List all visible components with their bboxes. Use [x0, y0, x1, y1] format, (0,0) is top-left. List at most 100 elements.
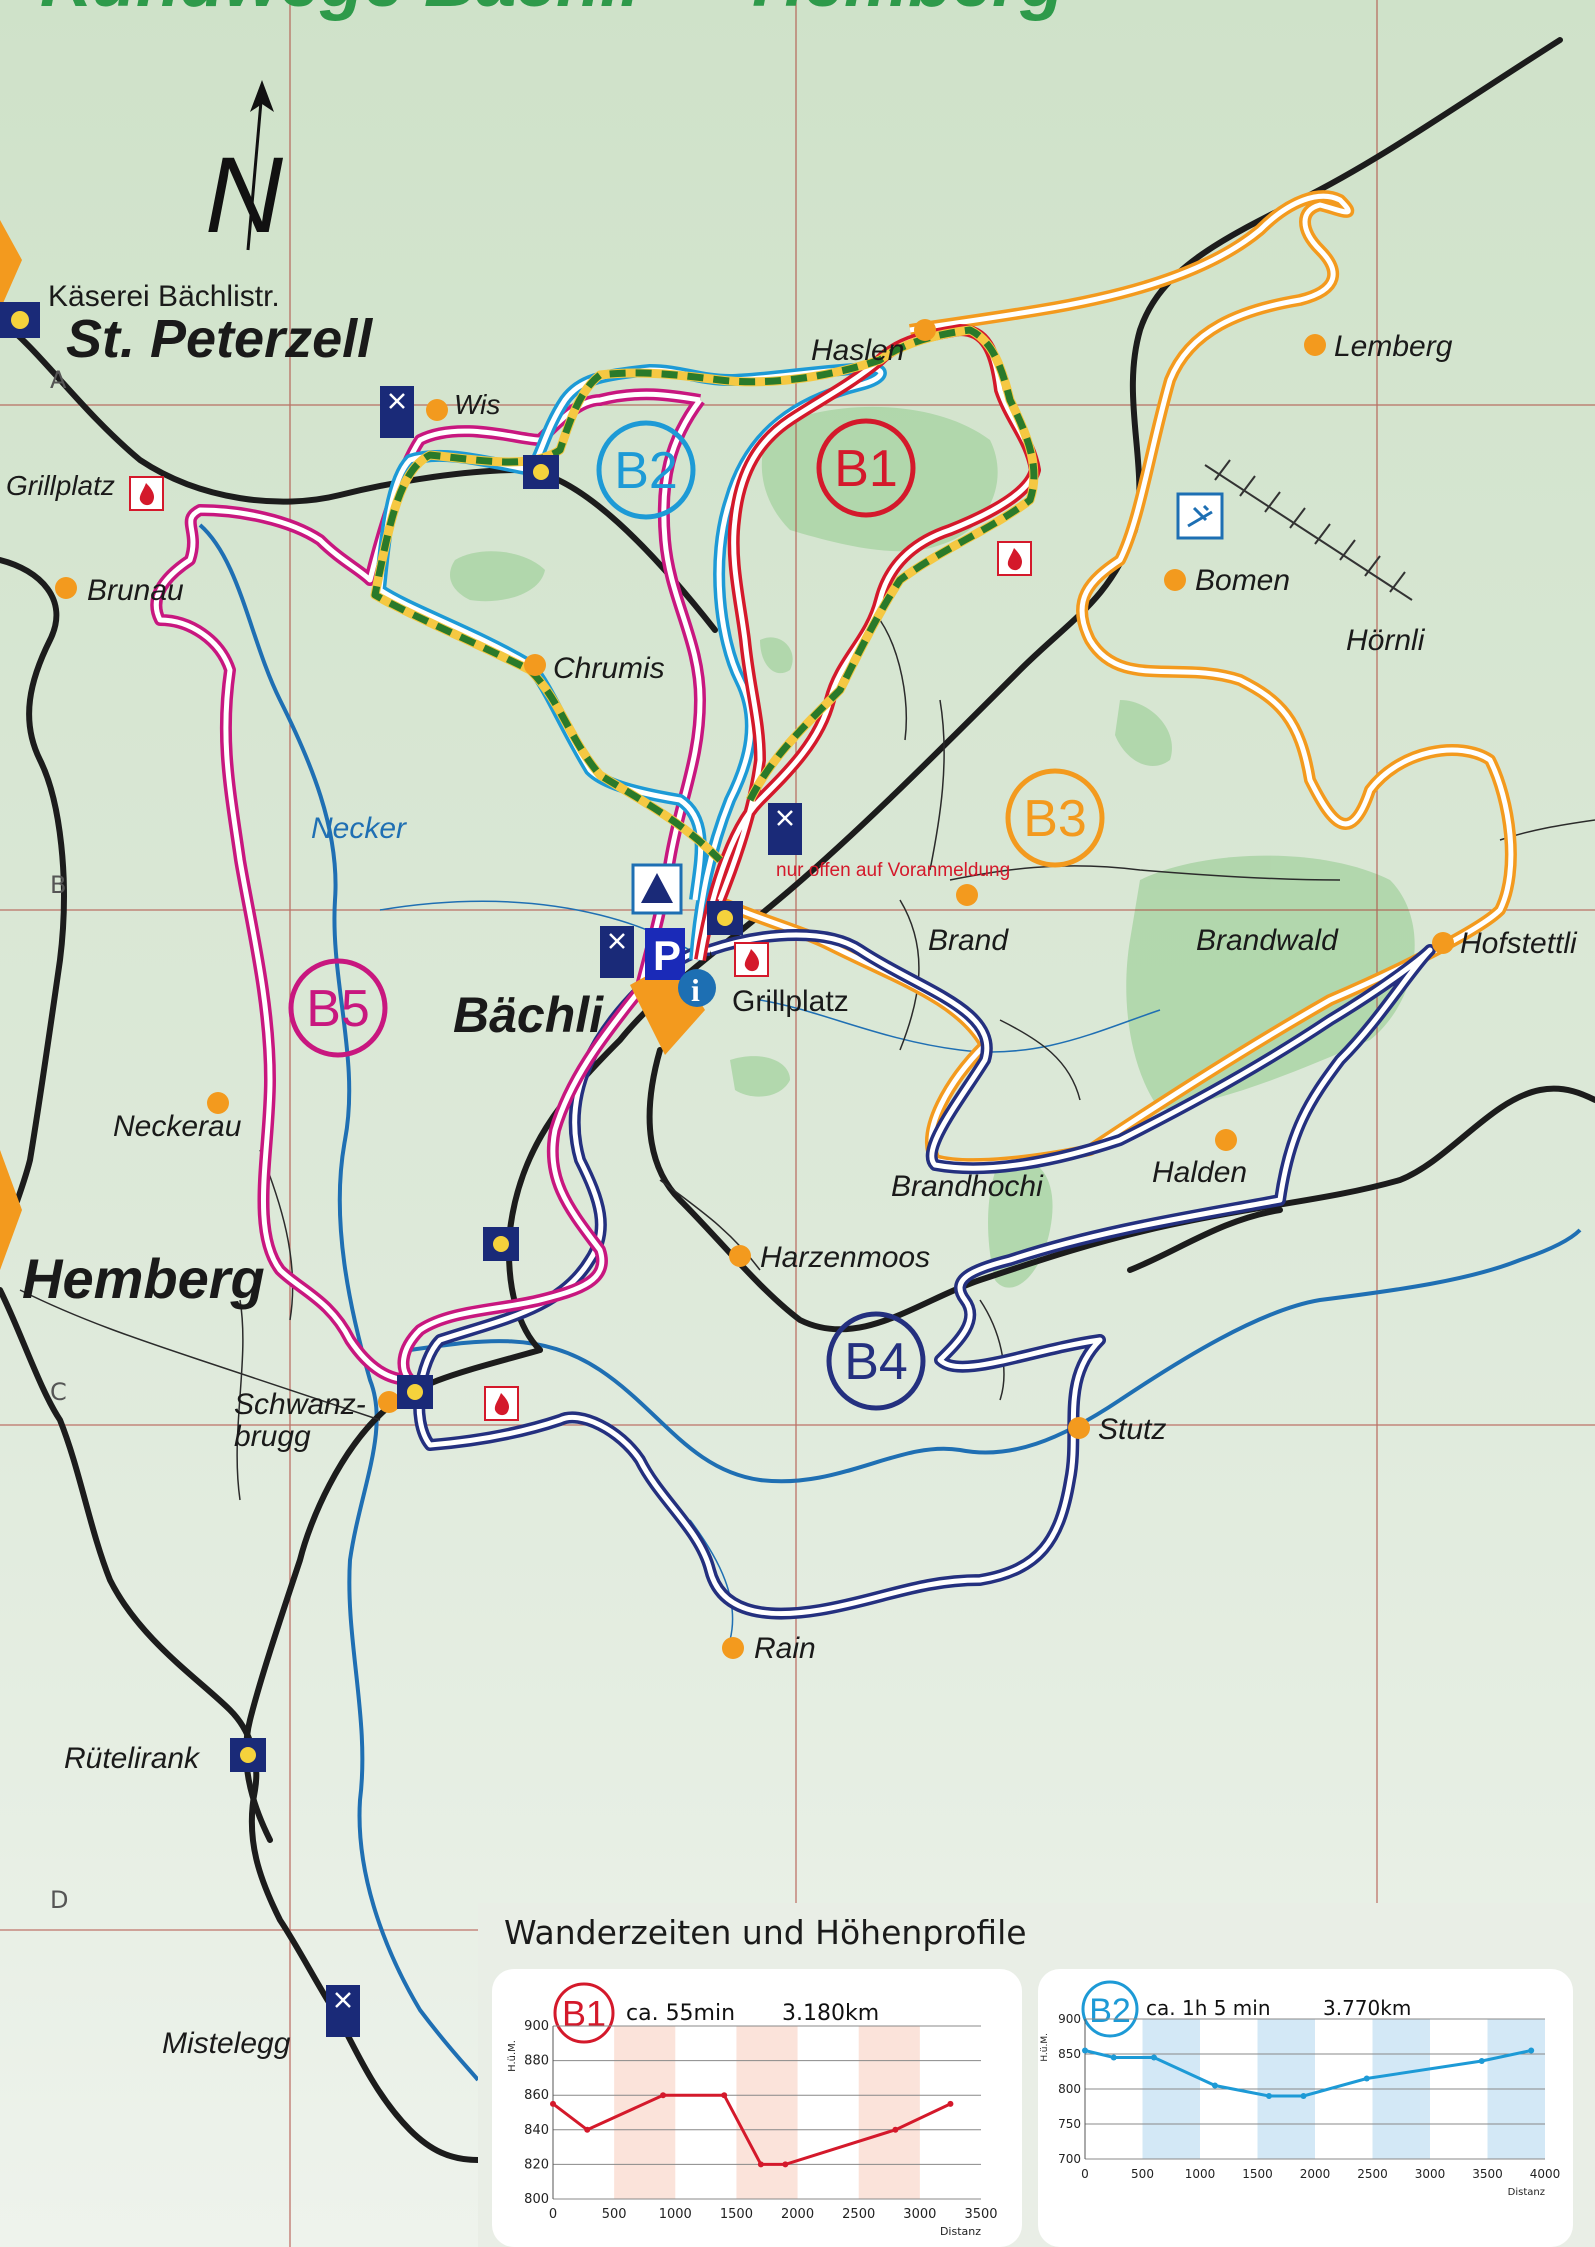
- svg-text:P: P: [653, 932, 681, 979]
- b2-ytick-900: 900: [1058, 2012, 1081, 2026]
- route-label-b5: B5: [306, 980, 370, 1038]
- label-rain: Rain: [754, 1632, 816, 1665]
- b1-xtick-2000: 2000: [781, 2207, 814, 2222]
- postbus-icon: [0, 302, 40, 338]
- label-brand: Brand: [928, 924, 1009, 957]
- postbus-icons: [0, 302, 743, 1772]
- route-badge-b4: [826, 1311, 926, 1411]
- b1-xtick-1500: 1500: [720, 2207, 753, 2222]
- b2-xtick-3000: 3000: [1415, 2167, 1446, 2181]
- label-bomen: Bomen: [1195, 564, 1290, 597]
- label-st-peterzell: St. Peterzell: [66, 309, 373, 369]
- grid-letter-b: B: [50, 871, 66, 899]
- label-brunau: Brunau: [87, 574, 184, 607]
- grid-letter-a: A: [50, 366, 67, 394]
- route-badges: [288, 418, 1105, 1411]
- b1-xtick-500: 500: [602, 2207, 627, 2222]
- b1-point-1: [584, 2126, 591, 2133]
- b2-point-8: [1528, 2047, 1535, 2054]
- label-haslen: Haslen: [811, 334, 904, 367]
- label-harzenmoos: Harzenmoos: [760, 1241, 930, 1274]
- b1-point-0: [550, 2100, 556, 2107]
- grid-letter-d: D: [50, 1886, 68, 1914]
- label-neckerau: Neckerau: [113, 1110, 242, 1143]
- b2-ytick-700: 700: [1058, 2152, 1081, 2166]
- postbus-icon: [707, 901, 743, 935]
- label-mistelegg: Mistelegg: [162, 2027, 291, 2060]
- restaurant-icon: [380, 386, 414, 438]
- b1-xtick-3500: 3500: [964, 2207, 997, 2222]
- restaurant-icon: [326, 1985, 360, 2037]
- b1-point-4: [757, 2161, 764, 2168]
- b2-ytick-850: 850: [1058, 2047, 1081, 2061]
- restaurant-icons: [326, 386, 802, 2037]
- b1-xtick-0: 0: [549, 2207, 557, 2222]
- fire-icon: [129, 476, 164, 511]
- profile-time-b2: ca. 1h 5 min: [1146, 1996, 1271, 2020]
- label-lemberg: Lemberg: [1334, 330, 1453, 363]
- label-brandhochi: Brandhochi: [891, 1170, 1044, 1203]
- b1-xtick-2500: 2500: [842, 2207, 875, 2222]
- b1-ytick-840: 840: [524, 2123, 549, 2138]
- small-roads: [19, 619, 1595, 1501]
- map-title: Rundwege Bächli — Hemberg: [40, 0, 1064, 22]
- b2-point-6: [1363, 2075, 1370, 2082]
- label-hofstettli: Hofstettli: [1460, 927, 1578, 960]
- label-schwanzbrugg-2: brugg: [234, 1420, 311, 1453]
- elevation-profile-panel: Wanderzeiten und Höhenprofile B1 ca. 55m…: [478, 1903, 1595, 2247]
- profile-time-b1: ca. 55min: [626, 2001, 735, 2026]
- b1-ytick-900: 900: [524, 2019, 549, 2034]
- b1-band-2: [858, 2026, 920, 2199]
- label-brandwald: Brandwald: [1196, 924, 1339, 957]
- svg-text:i: i: [691, 972, 700, 1008]
- label-hoernli: Hörnli: [1346, 624, 1426, 657]
- route-badge-b2: [596, 420, 696, 520]
- b1-band-1: [736, 2026, 798, 2199]
- b1-point-3: [721, 2092, 728, 2099]
- b1-xlabel: Distanz: [940, 2225, 981, 2238]
- b2-point-4: [1266, 2093, 1272, 2099]
- profile-badge-ring-b1: [553, 1982, 615, 2044]
- b2-xtick-1000: 1000: [1185, 2167, 1216, 2181]
- b1-ytick-880: 880: [524, 2054, 549, 2069]
- postbus-icon: [483, 1227, 519, 1261]
- profile-badge-b1: B1: [562, 1993, 606, 2034]
- b1-point-7: [947, 2100, 954, 2107]
- camping-icon: [631, 863, 683, 915]
- b2-ytick-800: 800: [1058, 2082, 1081, 2096]
- fire-icon: [734, 942, 769, 977]
- b1-point-5: [782, 2161, 789, 2168]
- b2-point-1: [1110, 2054, 1117, 2061]
- b2-point-3: [1211, 2082, 1218, 2089]
- parking-icon: P: [645, 928, 685, 980]
- b2-xtick-2500: 2500: [1357, 2167, 1388, 2181]
- label-wis: Wis: [454, 389, 500, 420]
- label-stutz: Stutz: [1098, 1413, 1166, 1446]
- b1-point-6: [892, 2126, 899, 2133]
- b2-xtick-4000: 4000: [1530, 2167, 1561, 2181]
- label-necker: Necker: [311, 812, 407, 845]
- ski-icon: [1176, 492, 1224, 540]
- label-baechli: Bächli: [453, 987, 604, 1043]
- north-label: N: [205, 134, 284, 255]
- profile-chart-b1: B1 ca. 55min 3.180km 8008208408608809000…: [507, 1982, 998, 2238]
- route-badge-b1: [816, 418, 916, 518]
- north-arrow: N: [205, 80, 284, 255]
- fire-icons: [129, 476, 1032, 1421]
- grid-letter-c: C: [50, 1378, 67, 1406]
- b2-xtick-3500: 3500: [1472, 2167, 1503, 2181]
- label-note-preregistration: nur offen auf Voranmeldung: [776, 860, 1010, 881]
- route-label-b3: B3: [1023, 790, 1087, 848]
- b1-ytick-800: 800: [524, 2192, 549, 2207]
- restaurant-icon: [768, 803, 802, 855]
- b1-ylabel: H.ü.M.: [507, 2040, 518, 2072]
- b1-xtick-1000: 1000: [659, 2207, 692, 2222]
- ski-lift: [1204, 459, 1413, 601]
- b2-xtick-1500: 1500: [1242, 2167, 1273, 2181]
- b2-xlabel: Distanz: [1508, 2187, 1545, 2198]
- profile-distance-b2: 3.770km: [1323, 1996, 1411, 2020]
- profile-distance-b1: 3.180km: [782, 2001, 879, 2026]
